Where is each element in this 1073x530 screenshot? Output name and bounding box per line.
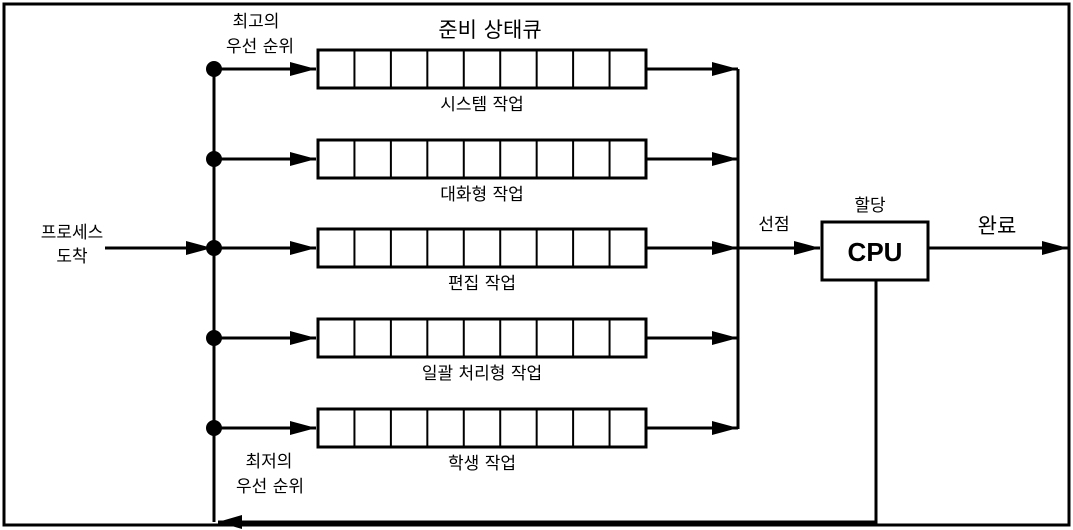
queue-label: 편집 작업	[448, 274, 516, 294]
queue-box	[316, 407, 648, 449]
queue-label: 학생 작업	[448, 454, 516, 474]
process-arrival-label-line1: 프로세스	[41, 223, 104, 243]
completion-label: 완료	[978, 214, 1017, 238]
feedback-loop-line	[218, 280, 878, 529]
highest-priority-label-line1: 최고의	[233, 12, 280, 32]
queue-box	[316, 138, 648, 180]
queue-label: 일괄 처리형 작업	[422, 364, 542, 384]
lowest-priority-label-line1: 최저의	[246, 452, 293, 472]
highest-priority-label-line2: 우선 순위	[226, 37, 294, 57]
queue-label: 시스템 작업	[440, 95, 524, 115]
queue-box	[316, 48, 648, 90]
lowest-priority-label-line2: 우선 순위	[236, 477, 304, 497]
queue-label: 대화형 작업	[440, 185, 524, 205]
queue-box	[316, 317, 648, 359]
process-arrival-label-line2: 도착	[56, 247, 88, 267]
cpu-label: CPU	[848, 237, 903, 267]
queue-box	[316, 227, 648, 269]
allocation-label: 할당	[854, 196, 886, 216]
ready-queue-title: 준비 상태큐	[438, 18, 541, 42]
cpu-box	[820, 220, 930, 282]
preemption-label: 선점	[758, 215, 789, 235]
